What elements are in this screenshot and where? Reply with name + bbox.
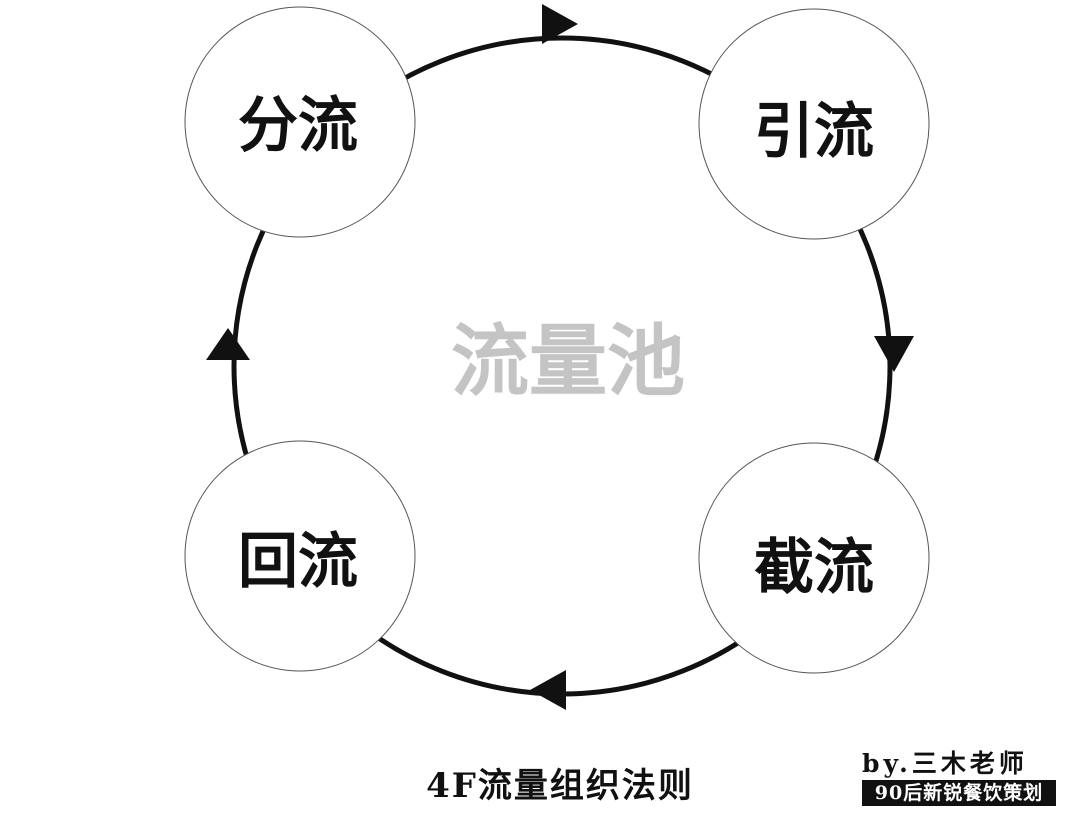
node-label: 分流 <box>238 91 358 161</box>
center-label: 流量池 <box>451 316 685 407</box>
node-label: 引流 <box>754 97 874 167</box>
author-credit: by.三木老师 <box>862 749 1028 778</box>
node-yinliu: 引流 <box>698 8 930 240</box>
node-huiliu: 回流 <box>184 440 416 672</box>
node-circle <box>698 8 930 240</box>
brand-badge: 90后新锐餐饮策划 <box>862 780 1056 806</box>
diagram-caption: 4F流量组织法则 <box>426 766 694 806</box>
arrow-right <box>874 336 914 372</box>
node-circle <box>698 442 930 674</box>
node-circle <box>184 440 416 672</box>
node-label: 截流 <box>754 533 874 603</box>
node-circle <box>184 6 416 238</box>
node-jieliu: 截流 <box>698 442 930 674</box>
arrow-bottom <box>530 670 566 710</box>
arrow-top <box>542 4 578 44</box>
node-label: 回流 <box>238 527 358 597</box>
arrow-left <box>206 328 250 360</box>
node-fenliu: 分流 <box>184 6 416 238</box>
